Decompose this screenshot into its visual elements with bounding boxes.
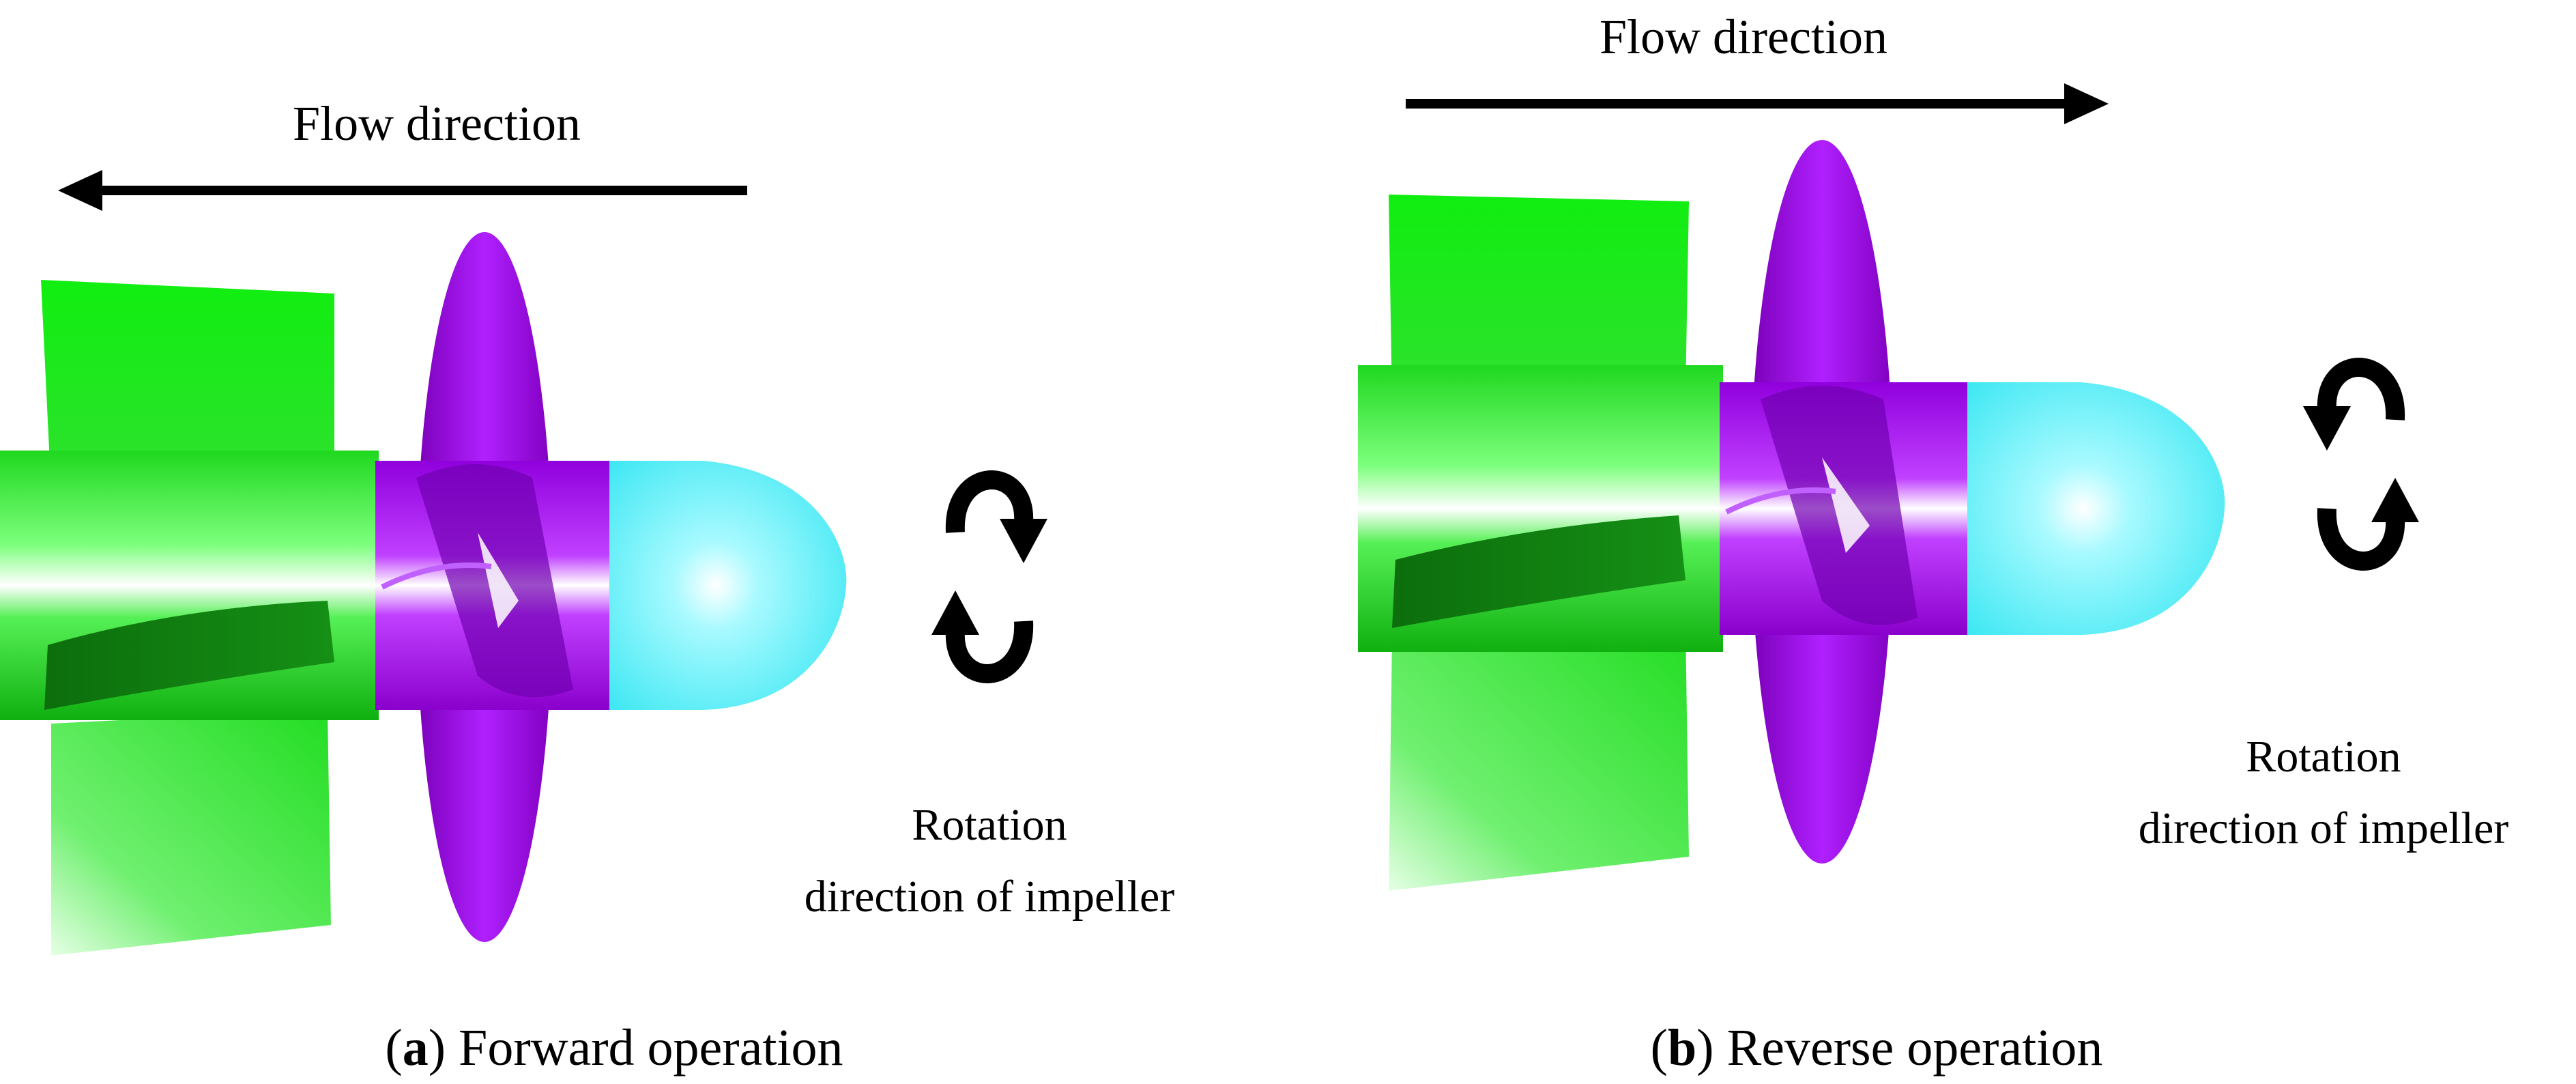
impeller <box>375 232 611 942</box>
flow-direction-label: Flow direction <box>1600 10 1887 64</box>
rotation-arrows <box>931 480 1047 674</box>
panel-forward-operation: Flow direction Rotation direction of imp… <box>0 96 1174 1076</box>
caption-text: Forward operation <box>459 1019 843 1076</box>
caption-letter: a <box>403 1019 429 1076</box>
caption-text: Reverse operation <box>1727 1019 2103 1076</box>
guide-vanes <box>1358 195 1723 891</box>
caption-letter: b <box>1668 1019 1696 1076</box>
nose-cone <box>609 461 847 710</box>
caption: (a) Forward operation <box>385 1019 843 1076</box>
caption: (b) Reverse operation <box>1651 1019 2103 1076</box>
flow-arrow <box>1406 83 2109 124</box>
rotation-label-line1: Rotation <box>912 800 1067 850</box>
flow-arrow <box>58 170 747 211</box>
nose-cone <box>1967 382 2225 635</box>
flow-direction-label: Flow direction <box>293 96 581 151</box>
rotation-arrows <box>2303 367 2419 561</box>
guide-vanes <box>0 280 379 956</box>
rotation-label-line1: Rotation <box>2246 732 2401 782</box>
rotation-label-line2: direction of impeller <box>805 872 1174 922</box>
panel-reverse-operation: Flow direction Rotation direction of imp… <box>1358 10 2508 1076</box>
rotation-label-line2: direction of impeller <box>2139 803 2508 853</box>
impeller <box>1720 140 1969 864</box>
